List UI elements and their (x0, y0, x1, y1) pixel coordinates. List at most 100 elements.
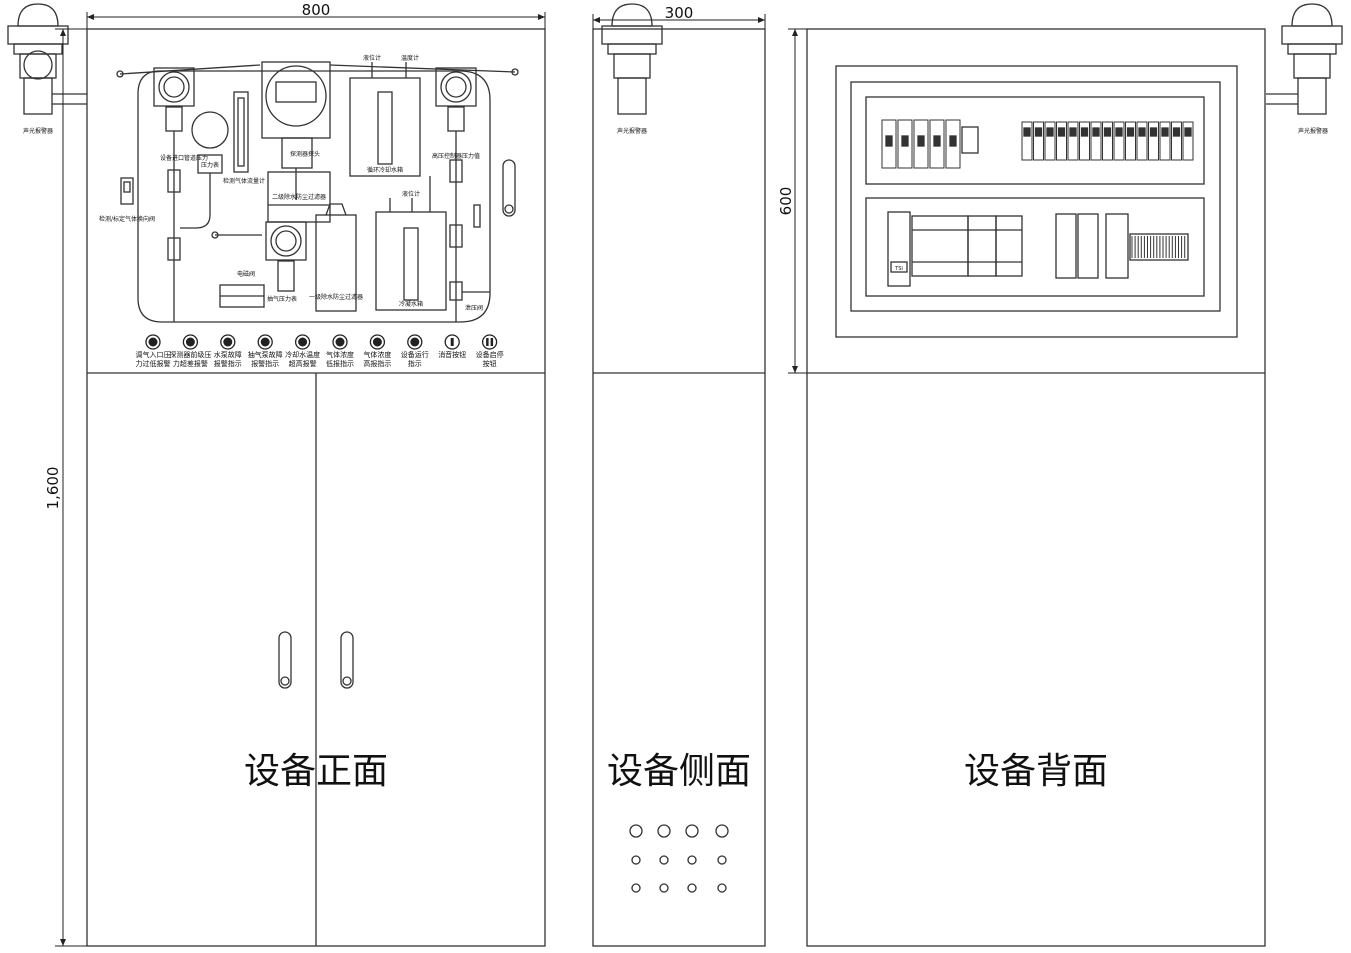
relay-terminal (1115, 127, 1123, 137)
circulating-cooling-tank (349, 62, 421, 177)
primary-filter (315, 203, 357, 312)
relay-module (1102, 121, 1113, 161)
label-probe: 探测器探头 (290, 150, 320, 158)
indicator-label: 报警指示 (214, 359, 242, 368)
relay-module (1033, 121, 1044, 161)
breaker-switch (917, 135, 925, 147)
dim-front-width: 800 (302, 1, 331, 19)
electrical-panel-outer (835, 65, 1238, 338)
back-cabinet-outline (806, 28, 1266, 947)
indicator-label: 抽气泵故障 (248, 350, 283, 359)
relay-module (1113, 121, 1125, 161)
electrical-panel-inner (850, 81, 1221, 312)
breaker-switch (901, 135, 909, 147)
lower-terminal-strip (1129, 233, 1189, 261)
label-tank-top-1: 液位计 (363, 54, 381, 62)
instrument-panel-outline (137, 70, 491, 323)
plc-modules (911, 215, 1023, 277)
detector-display (261, 61, 331, 200)
pipe-top-left (119, 64, 261, 75)
back-view (806, 28, 1266, 947)
label-relief-valve: 泄压阀 (465, 304, 483, 312)
relay-module (1067, 121, 1079, 161)
relay-terminal-bank (1021, 121, 1194, 161)
pressure-transmitter-b (435, 67, 490, 322)
indicator-label: 设备运行 (401, 350, 429, 359)
relay-module (1079, 121, 1090, 161)
relay-terminal (1149, 127, 1158, 137)
power-switch (961, 126, 979, 154)
relay-module (1159, 121, 1171, 161)
relay-terminal (1080, 127, 1089, 137)
relay-module (1148, 121, 1159, 161)
relay-module (1125, 121, 1136, 161)
view-title-back: 设备背面 (964, 751, 1108, 792)
relay-terminal (1069, 127, 1077, 137)
breaker-switch (885, 135, 893, 147)
front-door-handle-left (278, 631, 292, 689)
label-pressure-b: 高压控制器压力值 (432, 152, 480, 160)
label-level-gauge: 液位计 (402, 190, 420, 198)
relay-terminal (1046, 127, 1054, 137)
relay-module (1182, 121, 1194, 161)
front-door-handle-right (340, 631, 354, 689)
alarm-lamp-front (7, 3, 87, 115)
side-view (592, 28, 766, 947)
circuit-breaker (945, 119, 961, 169)
relay-module (1136, 121, 1148, 161)
condensate-tank (375, 176, 447, 311)
front-view (86, 28, 546, 947)
label-gauge: 压力表 (201, 161, 219, 169)
relay-terminal (1057, 127, 1066, 137)
indicator-label: 设备启停 (476, 350, 504, 359)
alarm-label-front: 声光报警器 (23, 127, 53, 135)
relay-module (1021, 121, 1033, 161)
relay-module (1090, 121, 1102, 161)
relay-module (1056, 121, 1067, 161)
relay-terminal (1126, 127, 1135, 137)
indicator-label: 高报指示 (363, 359, 391, 368)
dim-side-width: 300 (665, 4, 694, 22)
indicator-label: 指示 (408, 359, 422, 368)
relay-module (1044, 121, 1056, 161)
dim-cabinet-height: 1,600 (44, 467, 62, 510)
indicator-label: 消音按钮 (438, 350, 466, 359)
label-filter-2: 二级除水防尘过滤器 (272, 193, 326, 201)
plc-power-module (887, 211, 911, 287)
valve-switch (120, 177, 134, 205)
pressure-transmitter-a (153, 67, 195, 322)
indicator-label: 低报指示 (326, 359, 354, 368)
side-cabinet-outline (592, 28, 766, 947)
indicator-label: 按钮 (483, 359, 497, 368)
relay-terminal (1161, 127, 1169, 137)
circuit-breaker (929, 119, 945, 169)
relay-terminal (1023, 127, 1031, 137)
plc-module-label: TSI (894, 266, 903, 272)
indicator-label: 力超差报警 (173, 359, 208, 368)
solenoid-valve (219, 284, 265, 308)
circuit-breakers (881, 119, 961, 169)
panel-handle (502, 159, 516, 217)
relay-terminal (1184, 127, 1192, 137)
label-valve-switch: 检测/标定气体换向阀 (99, 215, 155, 223)
circuit-breaker (913, 119, 929, 169)
breaker-switch (949, 135, 957, 147)
pressure-transmitter-c (211, 221, 307, 292)
indicator-label: 气体浓度 (363, 350, 391, 359)
relay-terminal (1034, 127, 1043, 137)
indicator-label: 水泵故障 (214, 350, 242, 359)
lower-din-rail (865, 197, 1205, 297)
relay-terminal (1103, 127, 1112, 137)
panel-button[interactable]: 消音按钮 (438, 334, 466, 359)
indicator-label: 探测器前级压 (169, 350, 211, 359)
dim-panel-height: 600 (777, 187, 795, 216)
